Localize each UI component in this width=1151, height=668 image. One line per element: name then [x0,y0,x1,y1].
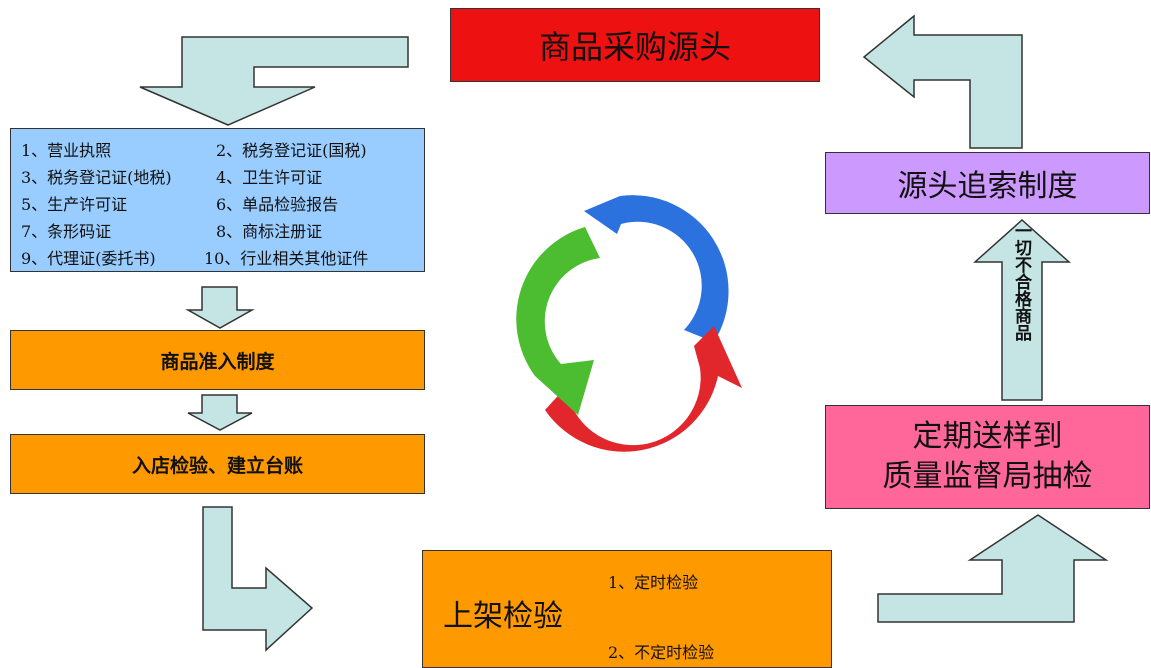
certificate-item: 6、单品检验报告 [216,195,339,214]
certificate-item: 7、条形码证 [21,222,112,241]
arrow-reject-up [973,218,1071,401]
certificate-item: 5、生产许可证 [21,195,128,214]
quality-inspection-line1: 定期送样到 [912,419,1063,454]
arrow-to-certificates [139,36,409,126]
certificate-item: 8、商标注册证 [216,222,323,241]
cycle-blue-arc [584,195,729,342]
shelf-inspection-item: 1、定时检验 [608,573,699,592]
shelf-inspection-item: 2、不定时检验 [608,643,715,662]
shelf-inspection-box: 上架检验 1、定时检验 2、不定时检验 [422,550,832,668]
procurement-source-label: 商品采购源头 [538,28,731,66]
cycle-red-arc [545,326,742,452]
admission-system-box: 商品准入制度 [10,330,425,390]
reject-goods-label: 一切不合格商品 [1011,222,1031,341]
instore-inspection-label: 入店检验、建立台账 [131,454,303,477]
quality-inspection-line2: 质量监督局抽检 [882,459,1093,494]
certificate-item: 9、代理证(委托书) [21,249,156,268]
cycle-green-arc [516,227,600,415]
arrow-to-shelf [202,506,314,652]
certificate-item: 10、行业相关其他证件 [204,249,369,268]
certificate-item: 3、税务登记证(地税) [21,168,172,187]
quality-inspection-box: 定期送样到 质量监督局抽检 [825,405,1150,509]
cycle-icon [516,195,742,452]
source-trace-label: 源头追索制度 [897,169,1078,204]
arrow-to-instore [187,394,253,431]
arrow-to-source [862,14,1023,149]
arrow-to-inspection [877,514,1109,623]
procurement-source-box: 商品采购源头 [450,8,820,82]
certificate-item: 1、营业执照 [21,141,112,160]
certificates-box: 1、营业执照 2、税务登记证(国税) 3、税务登记证(地税) 4、卫生许可证 5… [10,128,425,272]
source-trace-box: 源头追索制度 [825,152,1150,214]
shelf-inspection-title: 上架检验 [443,599,563,634]
instore-inspection-box: 入店检验、建立台账 [10,434,425,494]
certificate-item: 2、税务登记证(国税) [216,141,367,160]
arrow-to-admission [185,286,255,329]
certificate-item: 4、卫生许可证 [216,168,323,187]
admission-system-label: 商品准入制度 [160,350,275,373]
